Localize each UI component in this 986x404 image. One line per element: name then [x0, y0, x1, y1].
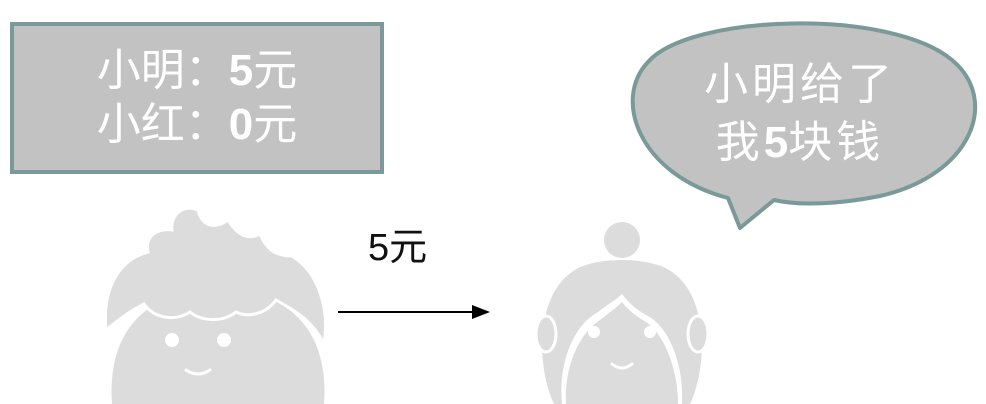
name-ming: 小明：: [96, 45, 229, 96]
unit-ming: 元: [253, 45, 298, 96]
transfer-amount-label: 5元: [368, 216, 427, 271]
speech-line-2: 我5块钱: [680, 114, 920, 172]
balance-line-ming: 小明：5元: [97, 44, 297, 98]
balance-line-hong: 小红：0元: [97, 98, 297, 152]
name-hong: 小红：: [96, 99, 229, 150]
speech-suffix: 块钱: [788, 117, 885, 168]
speech-amount: 5: [763, 118, 789, 167]
amount-hong: 0: [228, 100, 254, 149]
speech-bubble-text: 小明给了 我5块钱: [680, 56, 920, 172]
transfer-unit: 元: [389, 225, 428, 269]
balance-box: 小明：5元 小红：0元: [10, 22, 384, 174]
unit-hong: 元: [253, 99, 298, 150]
transfer-arrow-icon: [338, 305, 490, 319]
transfer-amount: 5: [368, 227, 390, 269]
boy-avatar-icon: [103, 206, 328, 404]
amount-ming: 5: [228, 46, 254, 95]
speech-line-1: 小明给了: [704, 59, 896, 110]
speech-prefix: 我: [715, 117, 764, 168]
girl-avatar-icon: [534, 222, 710, 404]
